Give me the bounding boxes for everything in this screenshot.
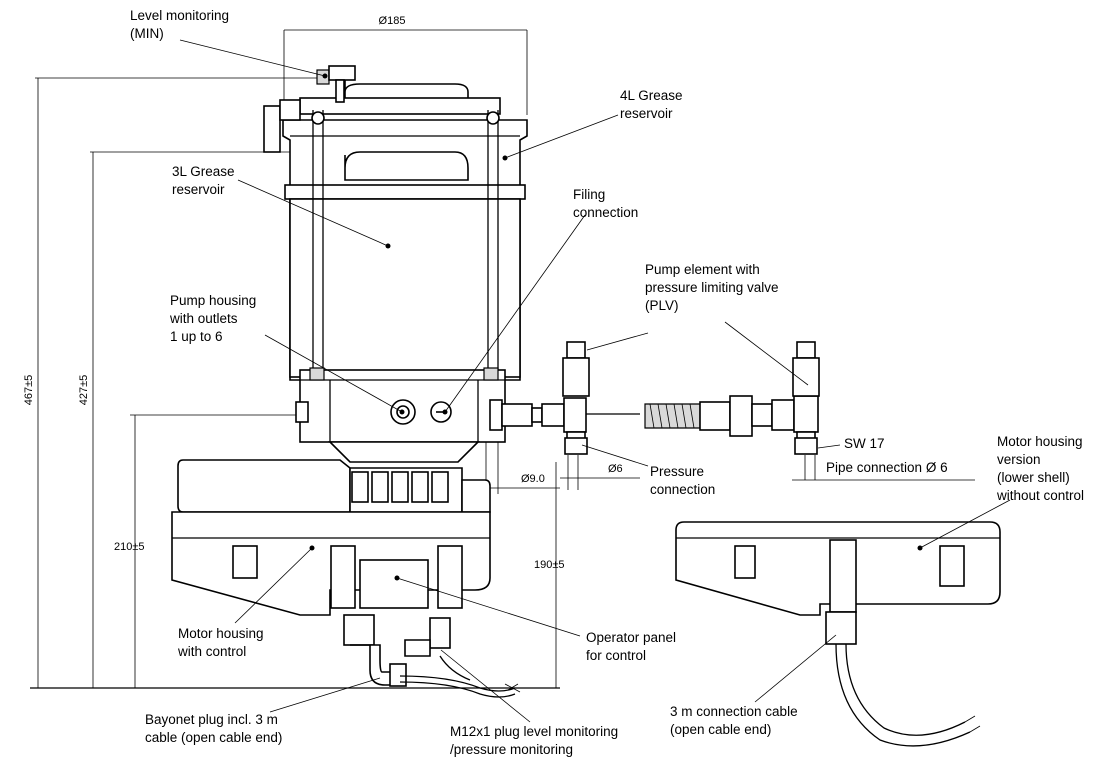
label-pressure-connection: Pressure connection	[650, 464, 715, 497]
leader-lines	[179, 39, 1011, 723]
reservoir-3l	[284, 110, 526, 380]
label-m12-plug: M12x1 plug level monitoring /pressure mo…	[450, 724, 622, 757]
pump-housing	[295, 367, 506, 463]
pump-element-assembly-1	[489, 341, 640, 455]
label-connection-cable: 3 m connection cable (open cable end)	[670, 704, 801, 737]
dim-d185: Ø185	[379, 15, 406, 27]
dimension-texts: Ø185 467±5 427±5 210±5 190±5 Ø9.0 Ø6	[23, 15, 623, 571]
label-bayonet-plug: Bayonet plug incl. 3 m cable (open cable…	[145, 712, 282, 745]
dim-h427: 427±5	[78, 375, 90, 406]
dimension-lines	[30, 29, 975, 689]
dim-h190: 190±5	[534, 559, 565, 571]
label-sw17: SW 17	[844, 436, 885, 451]
dim-d9: Ø9.0	[521, 473, 545, 485]
label-motor-housing-version: Motor housing version (lower shell) with…	[996, 434, 1086, 503]
label-grease-4l: 4L Grease reservoir	[620, 88, 686, 121]
label-level-monitoring: Level monitoring (MIN)	[130, 8, 233, 41]
dim-h467: 467±5	[23, 375, 35, 406]
dim-h210: 210±5	[114, 541, 145, 553]
label-grease-3l: 3L Grease reservoir	[172, 164, 238, 197]
label-pump-element: Pump element with pressure limiting valv…	[645, 262, 782, 313]
motor-housing-lower-shell	[675, 521, 1001, 747]
pump-element-assembly-2	[644, 341, 820, 455]
label-pump-housing: Pump housing with outlets 1 up to 6	[169, 293, 260, 344]
label-filling-connection: Filing connection	[573, 187, 638, 220]
label-pipe-connection: Pipe connection Ø 6	[826, 460, 948, 475]
motor-housing-control	[171, 459, 521, 698]
label-motor-housing-control: Motor housing with control	[177, 626, 267, 659]
label-operator-panel: Operator panel for control	[586, 630, 680, 663]
dim-d6: Ø6	[608, 463, 623, 475]
callout-labels: Level monitoring (MIN) 4L Grease reservo…	[130, 8, 1086, 757]
